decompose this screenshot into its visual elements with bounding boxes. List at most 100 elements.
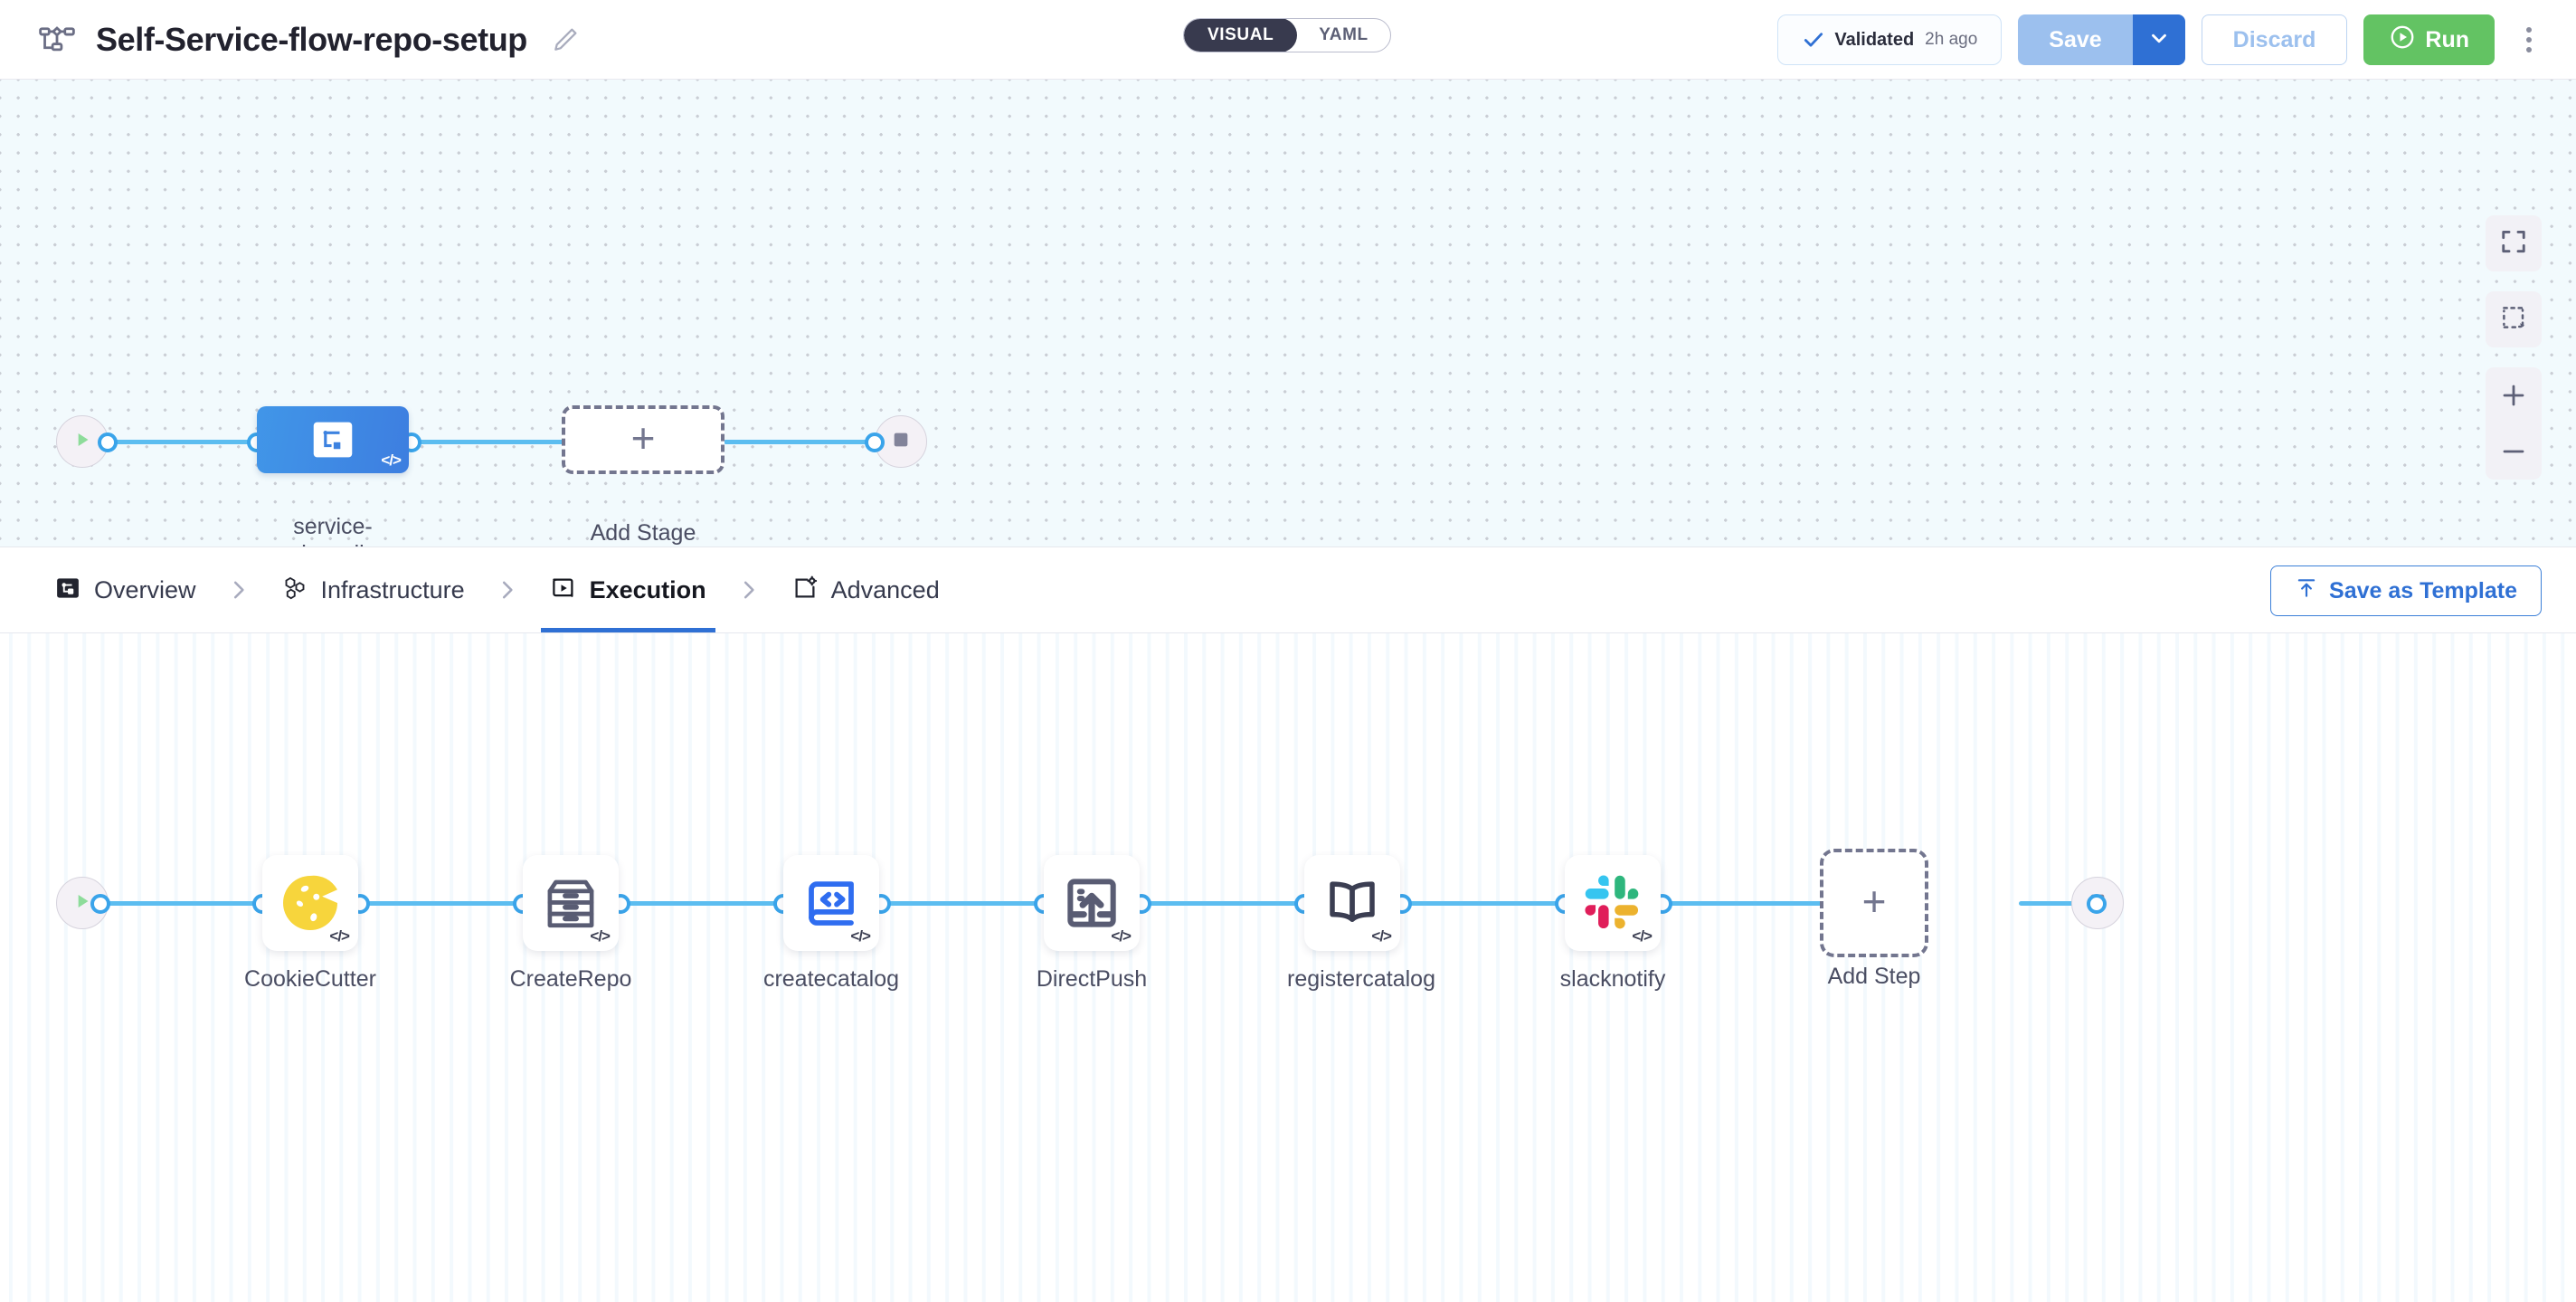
zoom-out-button[interactable]: [2486, 423, 2542, 480]
edge-registercatalog-to-slacknotify: [1402, 901, 1574, 906]
add-step-button[interactable]: +: [1820, 849, 1928, 957]
pipeline-icon: [38, 21, 76, 59]
marquee-select-icon: [2500, 304, 2527, 336]
start-output-port[interactable]: [98, 432, 118, 452]
edge-cookiecutter-to-createrepo: [360, 901, 532, 906]
kebab-dot: [2526, 27, 2532, 33]
tab-overview[interactable]: Overview: [45, 547, 205, 632]
mode-option-visual[interactable]: VISUAL: [1184, 19, 1298, 52]
kebab-dot: [2526, 47, 2532, 52]
header-actions: Validated 2h ago Save Discard Run: [1777, 0, 2547, 80]
save-button[interactable]: Save: [2018, 14, 2133, 65]
tab-execution[interactable]: Execution: [540, 547, 715, 632]
zoom-controls: [2486, 367, 2542, 480]
step-label-createcatalog: createcatalog: [762, 966, 900, 992]
tab-execution-label: Execution: [589, 575, 706, 603]
stop-square-icon: [891, 430, 911, 454]
add-step-label: Add Step: [1827, 964, 1921, 989]
step-label-slacknotify: slacknotify: [1559, 966, 1666, 992]
edge-addstep-to-end: [2019, 901, 2096, 906]
start-output-port[interactable]: [90, 894, 110, 914]
tab-list: Overview Infrastructure: [0, 547, 949, 632]
stage-node-service-onboarding[interactable]: </>: [257, 406, 409, 473]
page-title: Self-Service-flow-repo-setup: [96, 20, 527, 58]
step-code-badge: </>: [1632, 927, 1653, 945]
view-mode-toggle[interactable]: VISUAL YAML: [1183, 18, 1391, 52]
add-stage-button[interactable]: +: [562, 405, 724, 474]
plus-icon: +: [1861, 878, 1887, 925]
hexagon-cluster-icon: [281, 575, 308, 606]
step-node-cookiecutter[interactable]: </>: [262, 855, 358, 951]
play-circle-icon: [2389, 24, 2416, 57]
step-node-slacknotify[interactable]: </>: [1565, 855, 1661, 951]
kebab-menu-icon[interactable]: [2511, 14, 2547, 65]
upload-icon: [2295, 576, 2318, 606]
step-code-badge: </>: [590, 927, 611, 945]
tab-infrastructure-label: Infrastructure: [320, 575, 465, 603]
run-button[interactable]: Run: [2363, 14, 2495, 65]
step-code-badge: </>: [850, 927, 871, 945]
edge-directpush-to-registercatalog: [1141, 901, 1313, 906]
step-label-directpush: DirectPush: [1036, 966, 1148, 992]
discard-button[interactable]: Discard: [2201, 14, 2348, 65]
status-badge: Validated 2h ago: [1777, 14, 2003, 65]
save-dropdown-button[interactable]: [2132, 14, 2185, 65]
save-as-template-label: Save as Template: [2329, 577, 2517, 603]
header-left-group: Self-Service-flow-repo-setup: [0, 21, 580, 59]
fit-to-screen-button[interactable]: [2486, 215, 2542, 271]
edge-createcatalog-to-directpush: [881, 901, 1053, 906]
validated-timestamp: 2h ago: [1925, 30, 1978, 49]
tab-separator: [715, 576, 782, 603]
edge-start-to-stage: [107, 440, 260, 444]
advanced-gear-icon: [791, 575, 819, 606]
expand-icon: [2500, 228, 2527, 260]
play-icon: [71, 889, 94, 917]
kebab-dot: [2526, 37, 2532, 43]
step-node-registercatalog[interactable]: </>: [1304, 855, 1400, 951]
tab-infrastructure[interactable]: Infrastructure: [272, 547, 474, 632]
step-graph: </> CookieCutter </> CreateRepo: [0, 633, 2576, 1302]
stage-graph: </> service-onboarding + Add Stage: [0, 80, 2576, 546]
end-input-port[interactable]: [2087, 894, 2107, 914]
step-node-directpush[interactable]: </>: [1044, 855, 1140, 951]
save-as-template-button[interactable]: Save as Template: [2270, 565, 2542, 616]
step-canvas[interactable]: </> CookieCutter </> CreateRepo: [0, 633, 2576, 1302]
edge-addstage-to-end: [724, 440, 873, 444]
validated-label: Validated: [1834, 29, 1915, 50]
view-mode-toggle-group: VISUAL YAML: [1183, 18, 1391, 52]
zoom-in-button[interactable]: [2486, 367, 2542, 423]
step-node-createrepo[interactable]: </>: [523, 855, 619, 951]
step-code-badge: </>: [1371, 927, 1392, 945]
execution-play-icon: [550, 575, 577, 606]
stage-config-tabbar: Overview Infrastructure: [0, 546, 2576, 633]
edge-stage-to-addstage: [412, 440, 570, 444]
edge-createrepo-to-createcatalog: [620, 901, 792, 906]
step-code-badge: </>: [1111, 927, 1132, 945]
overview-icon: [54, 575, 81, 606]
stage-canvas[interactable]: </> service-onboarding + Add Stage: [0, 80, 2576, 546]
tab-overview-label: Overview: [94, 575, 196, 603]
edge-slacknotify-to-addstep: [1662, 901, 1830, 906]
tab-separator: [205, 576, 272, 603]
app-header: Self-Service-flow-repo-setup VISUAL YAML…: [0, 0, 2576, 80]
selection-box-button[interactable]: [2486, 291, 2542, 347]
tab-advanced[interactable]: Advanced: [782, 547, 949, 632]
pencil-icon[interactable]: [547, 25, 580, 54]
add-stage-label: Add Stage: [590, 520, 696, 546]
stage-label: service-onboarding: [276, 514, 389, 546]
step-label-cookiecutter: CookieCutter: [244, 966, 376, 992]
end-input-port[interactable]: [865, 432, 885, 452]
save-button-group: Save: [2018, 14, 2185, 65]
mode-option-yaml[interactable]: YAML: [1319, 25, 1368, 44]
run-label: Run: [2425, 26, 2469, 52]
step-label-createrepo: CreateRepo: [509, 966, 632, 992]
play-icon: [71, 428, 94, 456]
tab-separator: [474, 576, 541, 603]
plus-icon: +: [630, 414, 656, 461]
stage-code-badge: </>: [381, 451, 402, 469]
tab-advanced-label: Advanced: [830, 575, 940, 603]
check-icon: [1802, 28, 1825, 52]
step-node-createcatalog[interactable]: </>: [783, 855, 879, 951]
canvas-controls: [2486, 215, 2542, 480]
chevron-down-icon: [2147, 26, 2171, 54]
